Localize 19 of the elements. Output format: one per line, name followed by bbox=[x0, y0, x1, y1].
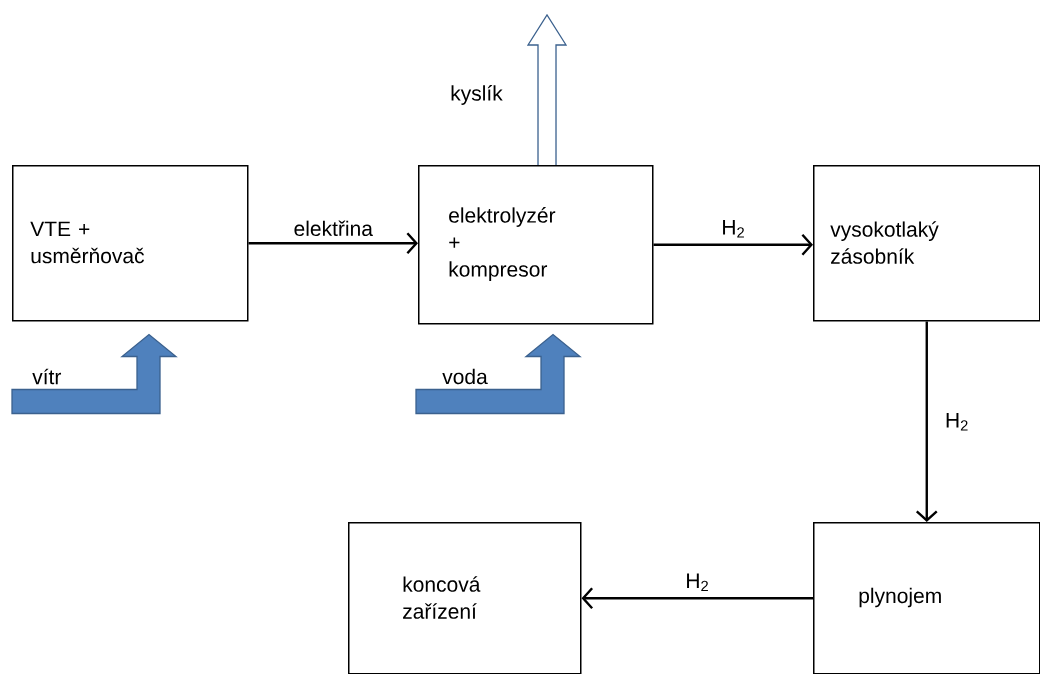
edge-label: H$_{2}$ bbox=[719, 218, 748, 240]
process-box: elektrolyzér + kompresor bbox=[418, 165, 654, 325]
process-box: vysokotlaký zásobník bbox=[813, 165, 1040, 322]
process-box: koncová zařízení bbox=[348, 522, 582, 674]
process-box: plynojem bbox=[813, 522, 1040, 674]
edge-label: H$_{2}$ bbox=[942, 410, 971, 433]
edge-label: H$_{2}$ bbox=[683, 571, 712, 594]
process-box: VTE + usměrňovač bbox=[12, 165, 249, 322]
arrow bbox=[653, 233, 813, 256]
arrow bbox=[581, 587, 813, 610]
block-arrow bbox=[415, 333, 582, 415]
arrow bbox=[915, 321, 938, 522]
edge-label: kyslík bbox=[448, 83, 505, 107]
edge-label: elektřina bbox=[291, 218, 375, 239]
edge-label: vítr bbox=[30, 366, 64, 387]
block-arrow bbox=[526, 13, 568, 166]
block-arrow bbox=[11, 333, 178, 415]
edge-label: voda bbox=[440, 366, 490, 387]
arrow bbox=[248, 232, 418, 255]
